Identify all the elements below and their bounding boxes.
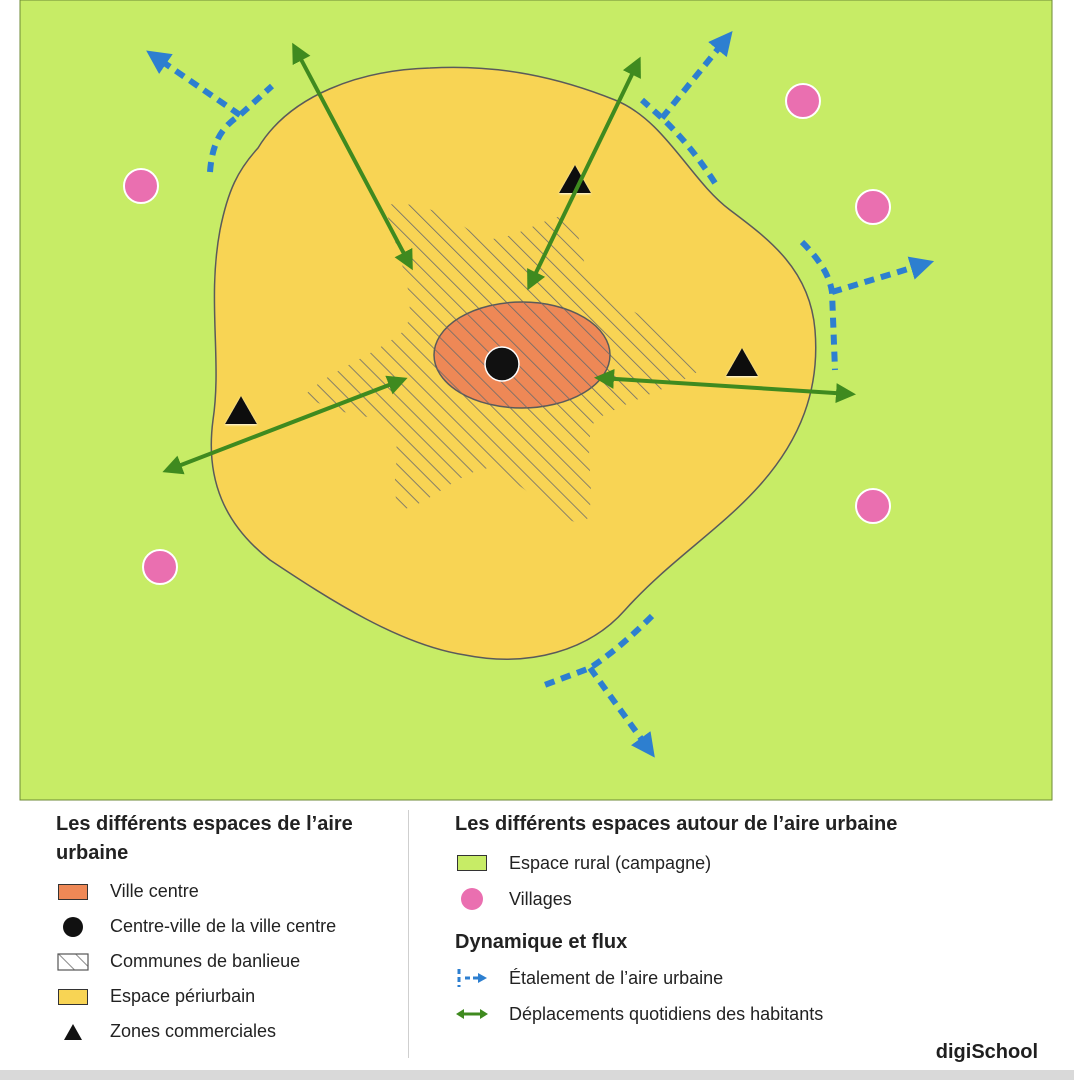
central-city-hatch [434, 302, 610, 408]
legend-label: Étalement de l’aire urbaine [509, 967, 724, 988]
village-icon [855, 488, 891, 524]
pink-circle-icon [455, 888, 489, 910]
legend-item-etalement: Étalement de l’aire urbaine [455, 960, 1055, 996]
legend-label: Villages [509, 888, 572, 909]
commute-arrow [594, 368, 856, 404]
urban-area-map [19, 0, 1053, 801]
legend-item-banlieue: Communes de banlieue [56, 944, 386, 979]
legend-label: Communes de banlieue [110, 951, 301, 971]
hatched-rect-icon [56, 952, 90, 972]
village-icon [142, 549, 178, 585]
city-centre-dot [484, 346, 520, 382]
yellow-rect-icon [56, 987, 90, 1007]
legend-item-ville-centre: Ville centre [56, 874, 386, 909]
legend-item-periurbain: Espace périurbain [56, 979, 386, 1014]
legend-label: Espace rural (campagne) [509, 852, 712, 873]
sprawl-arrow [207, 83, 275, 173]
legend-item-zones-commerciales: Zones commerciales [56, 1014, 386, 1049]
legend-urban-area: Les différents espaces de l’aire urbaine… [56, 810, 386, 1049]
orange-rect-icon [56, 882, 90, 902]
black-dot-icon [56, 916, 90, 937]
green-rect-icon [455, 853, 489, 873]
legend-surroundings: Les différents espaces autour de l’aire … [455, 810, 1055, 1032]
legend-flux-title: Dynamique et flux [455, 931, 628, 953]
legend-title-surroundings: Les différents espaces autour de l’aire … [455, 813, 898, 835]
village-icon [785, 83, 821, 119]
commute-arrow [292, 42, 413, 271]
village-icon [123, 168, 159, 204]
sprawl-arrow [639, 97, 718, 185]
brand-logo: digiSchool [935, 1041, 1038, 1063]
village-icon [855, 189, 891, 225]
green-double-arrow-icon [455, 1004, 489, 1024]
sprawl-arrow [831, 256, 935, 295]
legend-title-urban-area: Les différents espaces de l’aire urbaine [56, 813, 353, 864]
legend-label: Ville centre [110, 881, 199, 901]
commute-arrow [162, 375, 408, 475]
urban-sprawl [146, 30, 935, 758]
blue-dashed-arrow-icon [455, 968, 489, 988]
legend-label: Déplacements quotidiens des habitants [509, 1003, 824, 1024]
legend-item-rural: Espace rural (campagne) [455, 845, 1055, 881]
legend-label: Centre-ville de la ville centre [110, 916, 337, 936]
legend-item-deplacements: Déplacements quotidiens des habitants [455, 996, 1055, 1032]
daily-commutes [162, 42, 856, 475]
legend-label: Espace périurbain [110, 986, 256, 1006]
legend-item-villages: Villages [455, 881, 1055, 917]
legend-label: Zones commerciales [110, 1021, 277, 1041]
villages [123, 83, 891, 585]
legend-item-centre-ville: Centre-ville de la ville centre [56, 909, 386, 944]
bottom-bar [0, 1070, 1074, 1080]
legend-divider [408, 810, 409, 1058]
commute-arrow [527, 56, 641, 291]
black-triangle-icon [56, 1022, 90, 1042]
